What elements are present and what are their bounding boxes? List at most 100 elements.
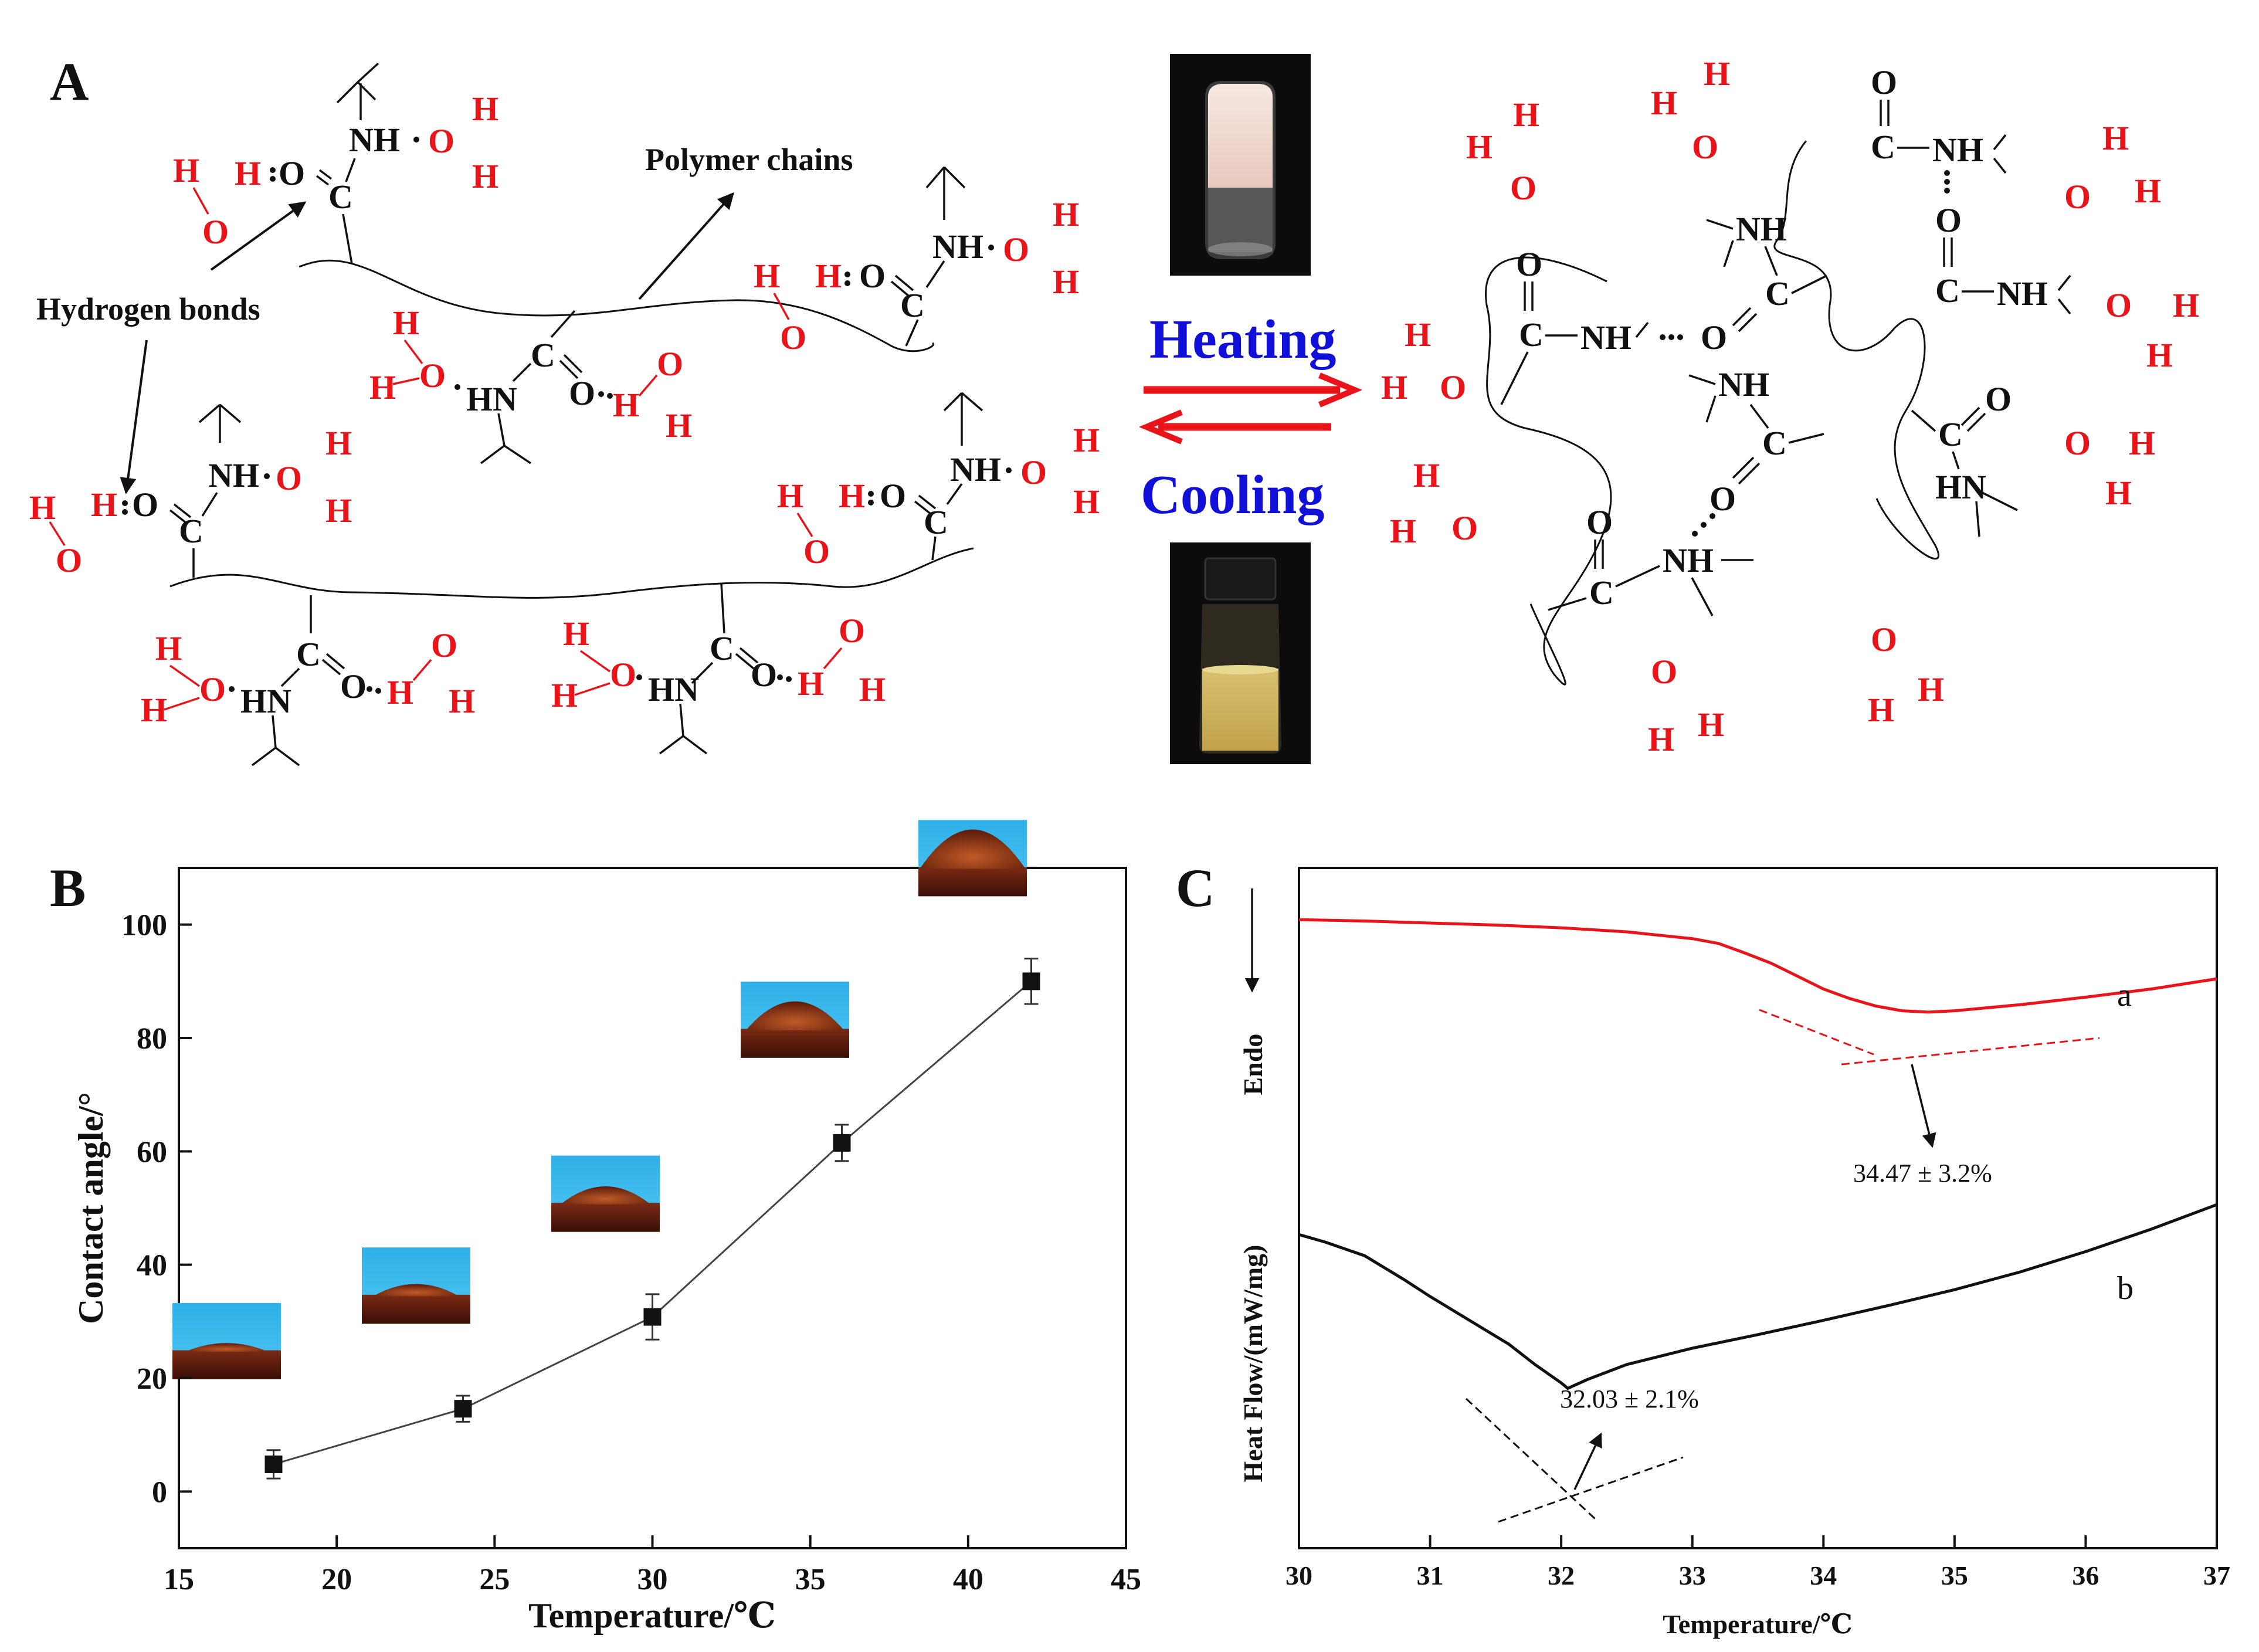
svg-text:O: O xyxy=(1451,509,1478,547)
svg-text:H: H xyxy=(1651,84,1677,122)
svg-text:H: H xyxy=(141,691,167,729)
svg-text:NH: NH xyxy=(1997,274,2048,313)
amide-group-5: C O HN H O H H O H xyxy=(141,595,475,766)
svg-text:H: H xyxy=(777,477,803,515)
globule-amides: O C NH O C NH NH C O O C NH xyxy=(1500,63,2071,616)
data-point-b xyxy=(833,1124,851,1162)
svg-text:H: H xyxy=(29,489,56,527)
x-axis-label-b: Temperature/℃ xyxy=(528,1596,776,1635)
svg-text:H: H xyxy=(1053,263,1079,301)
svg-text:O: O xyxy=(56,541,82,579)
svg-text:O: O xyxy=(202,213,229,251)
data-point-b xyxy=(264,1449,283,1480)
plot-frame-c xyxy=(1298,867,2218,1549)
x-tick-label-c: 37 xyxy=(2203,1561,2230,1590)
cooling-label: Cooling xyxy=(1141,464,1324,525)
svg-text:O: O xyxy=(1871,620,1897,659)
y-axis-label-b: Contact angle/° xyxy=(72,1092,110,1324)
svg-text:H: H xyxy=(859,670,886,708)
svg-text:O: O xyxy=(428,122,454,160)
x-tick-label-c: 36 xyxy=(2072,1561,2099,1590)
x-tick-label-b: 15 xyxy=(164,1563,194,1596)
svg-text:O: O xyxy=(1985,380,2012,418)
svg-text:H: H xyxy=(551,676,578,714)
x-tick-label-c: 32 xyxy=(1548,1561,1575,1590)
y-tick-label-b: 20 xyxy=(137,1362,167,1396)
svg-text:H: H xyxy=(1648,720,1674,758)
svg-text:C: C xyxy=(1762,424,1787,462)
heating-arrow xyxy=(1144,372,1362,408)
svg-text:O: O xyxy=(780,318,806,357)
y-tick-label-b: 60 xyxy=(137,1135,167,1169)
svg-text:O: O xyxy=(1701,318,1727,357)
x-tick-label-b: 30 xyxy=(637,1563,668,1596)
svg-text:H: H xyxy=(2135,172,2161,210)
cooling-arrow xyxy=(1139,409,1331,445)
svg-text:H: H xyxy=(1390,512,1416,550)
droplet-24-photo xyxy=(362,1247,470,1324)
svg-text:H: H xyxy=(1413,456,1440,494)
svg-text:NH: NH xyxy=(349,121,400,159)
svg-text:H: H xyxy=(369,368,396,406)
svg-text:NH: NH xyxy=(208,456,259,494)
amide-group-7: NH C O O H H H H O xyxy=(777,392,1100,571)
svg-text:H: H xyxy=(1073,421,1100,459)
svg-text:H: H xyxy=(449,682,475,720)
x-tick-label-b: 40 xyxy=(953,1563,983,1596)
x-tick-label-b: 35 xyxy=(795,1563,826,1596)
marker-square xyxy=(1022,972,1040,990)
y-tick-label-b: 40 xyxy=(137,1249,167,1283)
annotation-arrow-a xyxy=(1911,1064,1936,1148)
svg-text:H: H xyxy=(91,486,117,524)
svg-text:H: H xyxy=(2173,286,2199,324)
hbond-arrow-lower xyxy=(120,340,148,494)
svg-text:H: H xyxy=(2129,424,2155,462)
data-point-b xyxy=(1022,958,1040,1005)
svg-text:H: H xyxy=(563,615,589,653)
droplet-42-photo xyxy=(918,820,1027,897)
svg-text:O: O xyxy=(839,612,865,650)
svg-text:C: C xyxy=(328,178,353,216)
svg-text:HN: HN xyxy=(1935,468,1986,506)
data-point-b xyxy=(454,1395,472,1423)
svg-text:O: O xyxy=(1020,453,1047,491)
svg-text:H: H xyxy=(2102,119,2129,157)
svg-text:O: O xyxy=(340,667,367,705)
svg-text:H: H xyxy=(1405,316,1431,354)
dsc-curve-b xyxy=(1298,1203,2217,1390)
svg-text:O: O xyxy=(1871,63,1897,101)
svg-text:H: H xyxy=(815,257,842,295)
amide-group-6: C O HN H O H H O H xyxy=(551,583,886,755)
svg-text:H: H xyxy=(1466,128,1493,166)
svg-text:O: O xyxy=(657,345,683,383)
dsc-tangents xyxy=(1465,1009,2100,1523)
svg-text:O: O xyxy=(2105,286,2132,324)
svg-text:O: O xyxy=(1510,169,1536,207)
svg-text:H: H xyxy=(1381,368,1407,406)
svg-text:H: H xyxy=(754,257,780,295)
annotation-b: 32.03 ± 2.1% xyxy=(1560,1385,1699,1413)
svg-text:HN: HN xyxy=(466,380,517,418)
droplet-36-photo xyxy=(741,981,849,1058)
svg-text:H: H xyxy=(1073,483,1100,521)
svg-text:NH: NH xyxy=(1718,365,1769,403)
marker-square xyxy=(454,1400,472,1418)
polymer-chains-label: Polymer chains xyxy=(645,142,853,177)
contact-angle-points xyxy=(264,958,1040,1480)
svg-text:H: H xyxy=(472,90,498,128)
free-waters: H H O H H O H O H O H H O H H H H O H H … xyxy=(1381,55,2199,758)
svg-text:C: C xyxy=(1871,128,1895,166)
svg-text:H: H xyxy=(613,386,639,424)
svg-text:C: C xyxy=(924,503,948,541)
svg-text:O: O xyxy=(1003,230,1029,269)
svg-text:H: H xyxy=(839,477,865,515)
svg-text:H: H xyxy=(1698,705,1724,744)
svg-text:O: O xyxy=(419,357,446,395)
svg-text:O: O xyxy=(880,477,906,515)
vial-photo-clear xyxy=(1170,542,1311,764)
x-tick-label-c: 33 xyxy=(1679,1561,1706,1590)
svg-text:O: O xyxy=(1586,503,1613,541)
